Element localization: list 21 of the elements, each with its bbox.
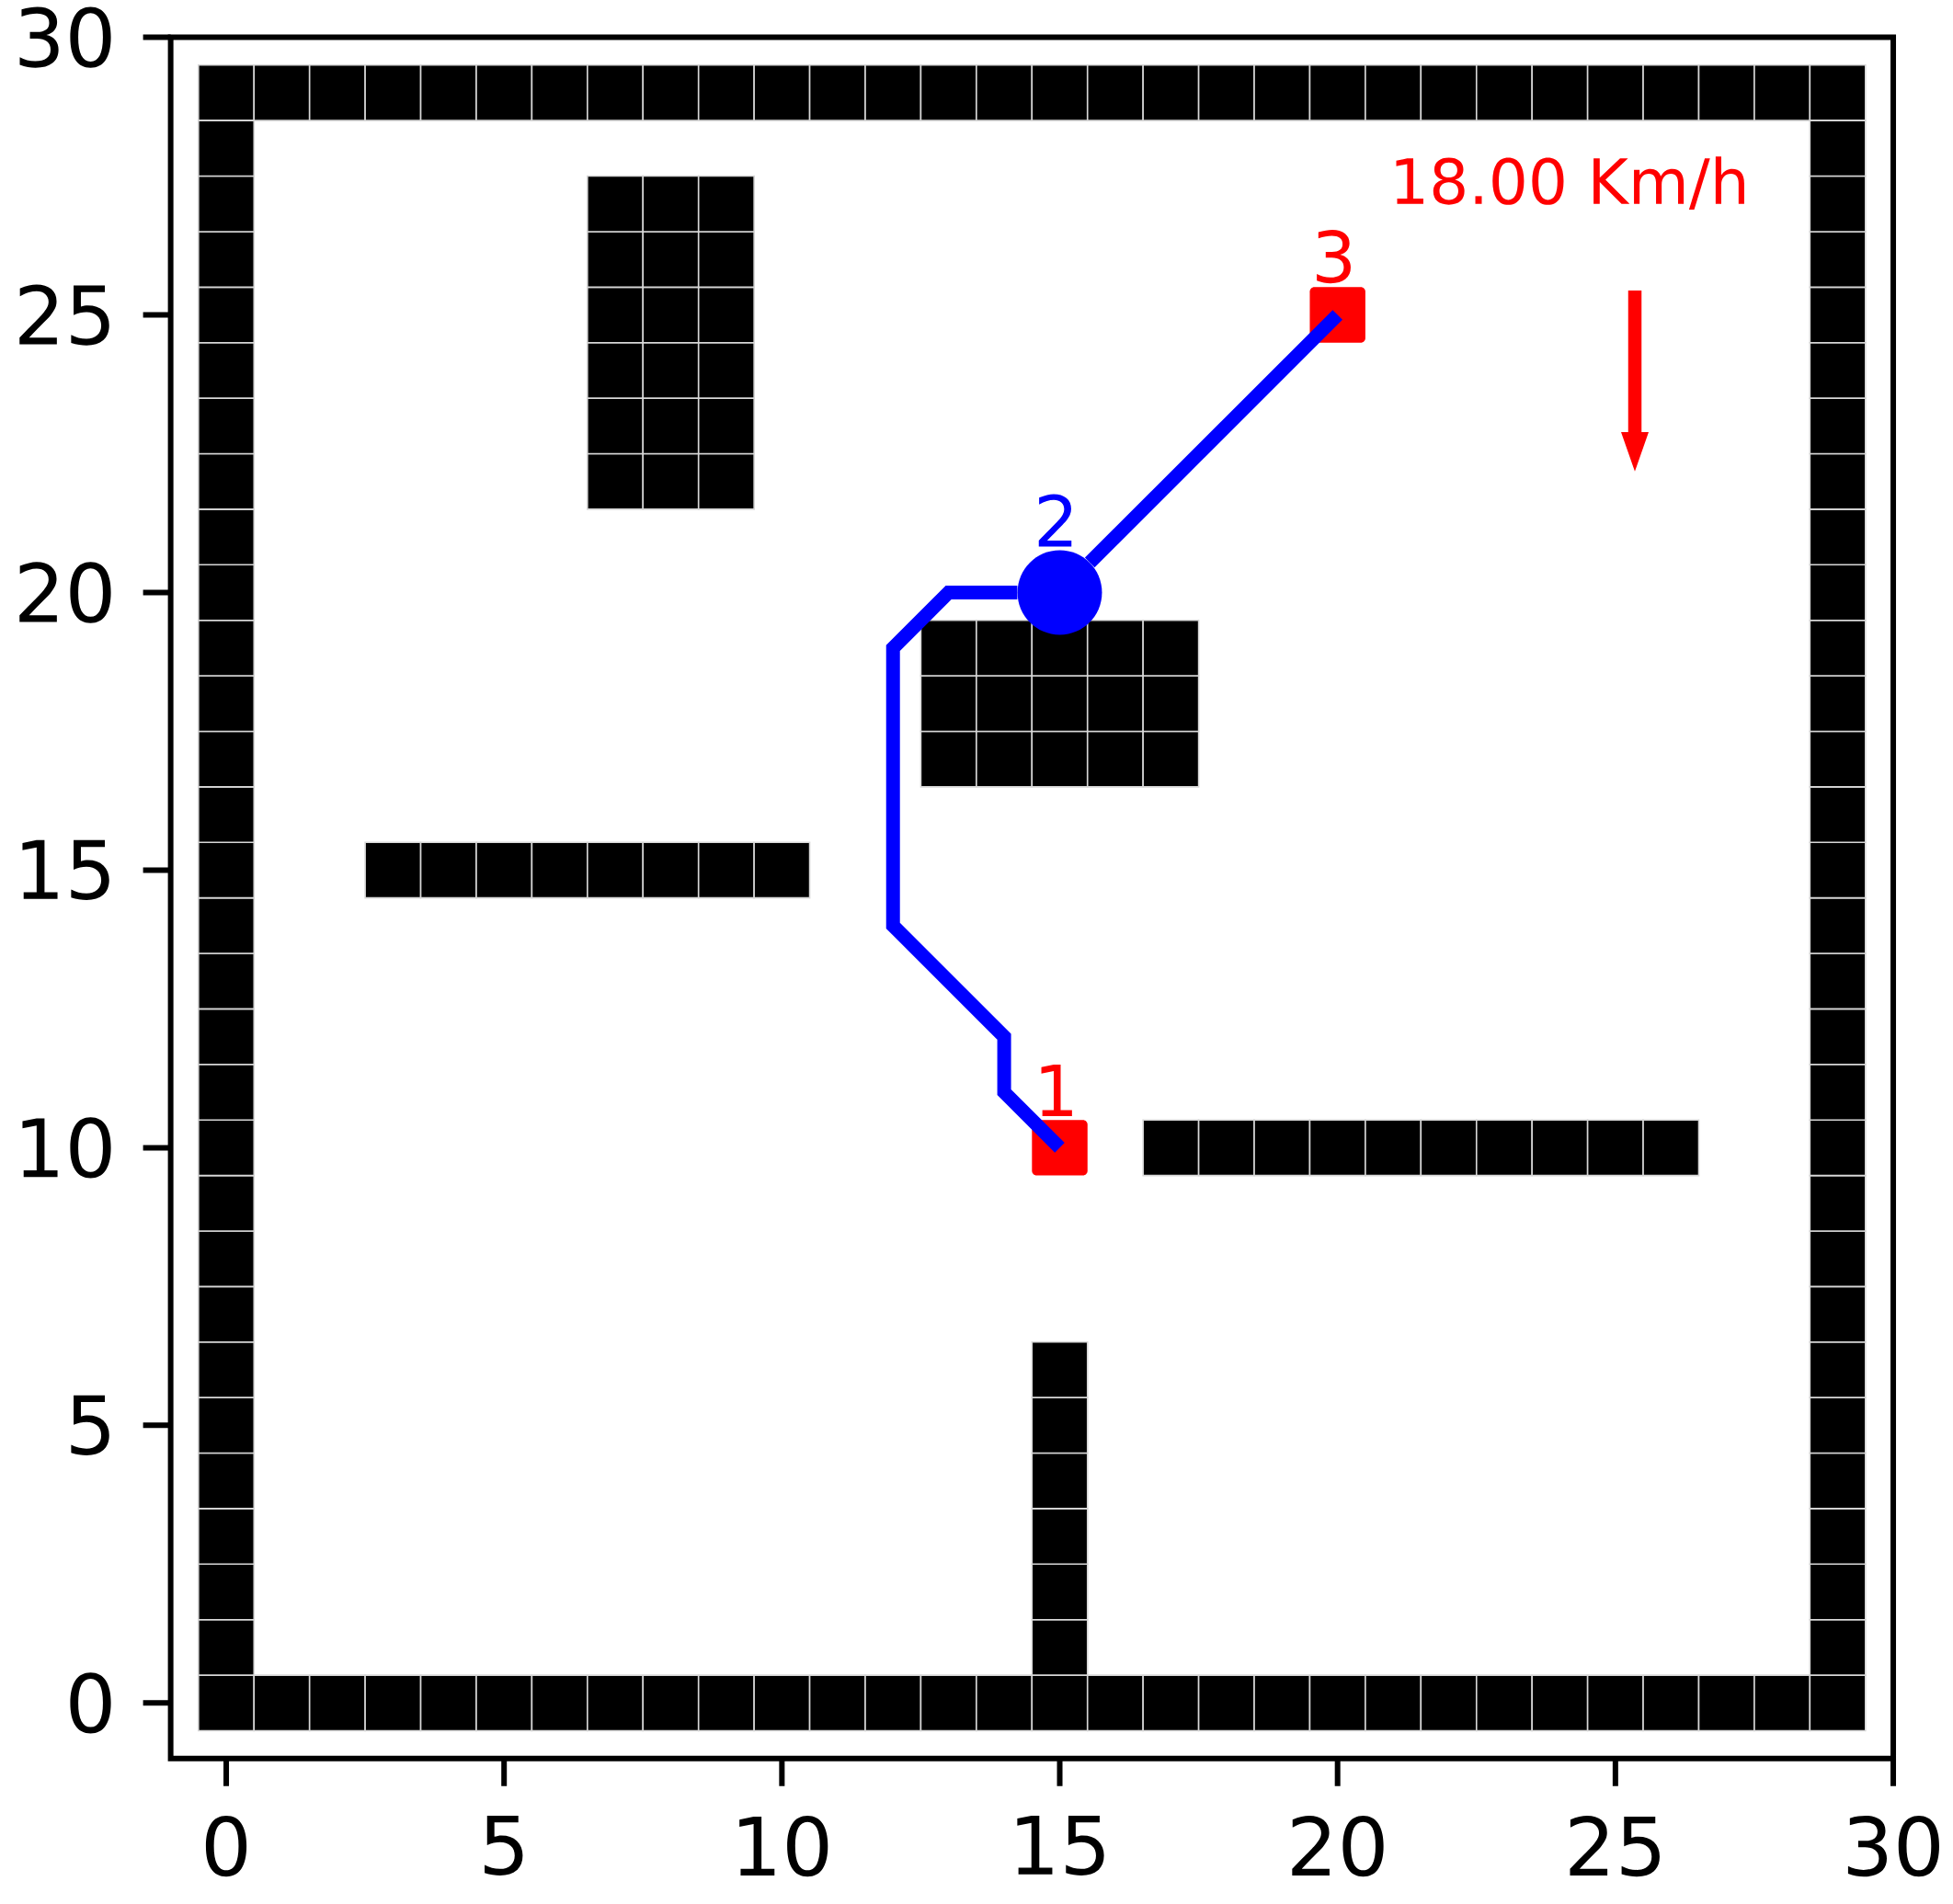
- waypoint-circle: [1017, 550, 1102, 635]
- y-tick-label: 25: [19, 284, 109, 346]
- y-tick-label: 15: [22, 839, 109, 901]
- x-tick-label: 0: [205, 1815, 247, 1877]
- x-tick-label: 10: [739, 1815, 828, 1877]
- x-tick-label: 5: [485, 1815, 523, 1876]
- waypoint-number: 3: [1317, 230, 1351, 284]
- y-tick-label: 30: [19, 6, 111, 68]
- path-line: [1084, 310, 1342, 568]
- y-tick-label: 0: [70, 1672, 111, 1734]
- path-line: [885, 586, 1065, 1153]
- y-tick-label: 10: [22, 1117, 111, 1179]
- x-tick-label: 15: [1017, 1815, 1104, 1876]
- x-tick-label: 25: [1570, 1815, 1660, 1877]
- x-tick-label: 20: [1292, 1815, 1384, 1877]
- y-tick-label: 20: [19, 562, 111, 623]
- y-tick-label: 5: [71, 1395, 109, 1455]
- x-tick-label: 30: [1847, 1815, 1939, 1877]
- speed-label: 18.00 Km/h: [1396, 156, 1744, 211]
- waypoint-number: 1: [1041, 1065, 1072, 1116]
- waypoint-number: 2: [1038, 494, 1072, 547]
